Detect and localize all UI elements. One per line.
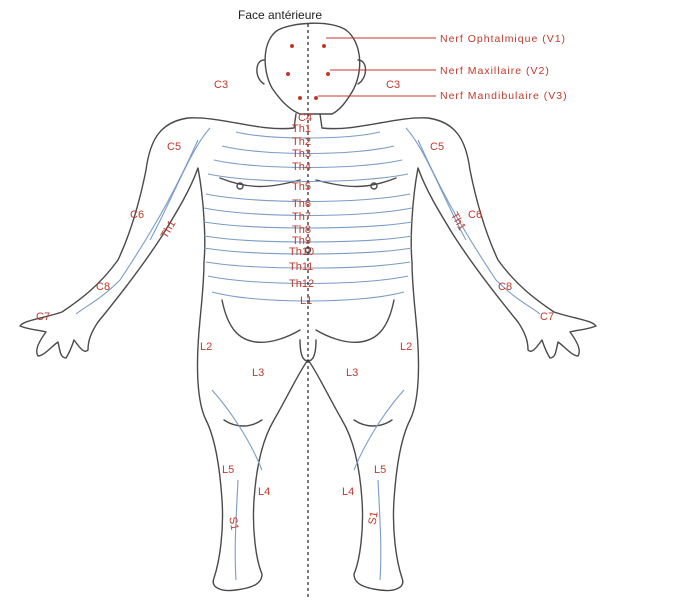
left-ear [257,60,264,84]
label-l1: L1 [300,295,312,307]
label-th-1: Th1 [292,123,311,135]
nerve-label-v3: Nerf Mandibulaire (V3) [440,90,568,102]
nerve-label-v2: Nerf Maxillaire (V2) [440,65,550,77]
label-th-12: Th12 [289,278,314,290]
label-l5-left: L5 [222,464,234,476]
label-c6-right: C6 [468,209,482,221]
label-l3-right: L3 [346,367,358,379]
label-c5-right: C5 [430,141,444,153]
label-th1-arm-right: Th1 [448,210,468,232]
label-c3-left: C3 [214,79,228,91]
label-c7-left: C7 [36,311,50,323]
figure-title: Face antérieure [238,8,322,22]
label-th-10: Th10 [289,246,314,258]
label-th1-arm-left: Th1 [159,218,179,240]
label-l3-left: L3 [252,367,264,379]
left-inner-thigh [222,300,300,342]
label-th-5: Th5 [292,181,311,193]
label-s1-right: S1 [367,510,381,525]
label-th-3: Th3 [292,148,311,160]
right-nipple [371,183,377,189]
label-l5-right: L5 [374,464,386,476]
label-c8-right: C8 [498,281,512,293]
nerve-label-v1: Nerf Ophtalmique (V1) [440,33,566,45]
label-th-6: Th6 [292,198,311,210]
label-c3-right: C3 [386,79,400,91]
label-l2-right: L2 [400,341,412,353]
label-l4-left: L4 [258,486,270,498]
head-outline [265,23,360,114]
label-c6-left: C6 [130,209,144,221]
label-l4-right: L4 [342,486,354,498]
nerve-leaders [318,38,436,96]
label-th-11: Th11 [289,261,313,273]
label-th-2: Th2 [292,136,311,148]
label-th-4: Th4 [292,161,311,173]
label-l2-left: L2 [200,341,212,353]
label-s1-left: S1 [226,516,240,531]
label-th-7: Th7 [292,211,311,223]
right-inner-thigh [316,300,394,342]
left-knee [224,420,262,426]
label-c5-left: C5 [167,141,181,153]
label-c7-right: C7 [540,311,554,323]
label-c8-left: C8 [96,281,110,293]
right-knee [354,420,392,426]
